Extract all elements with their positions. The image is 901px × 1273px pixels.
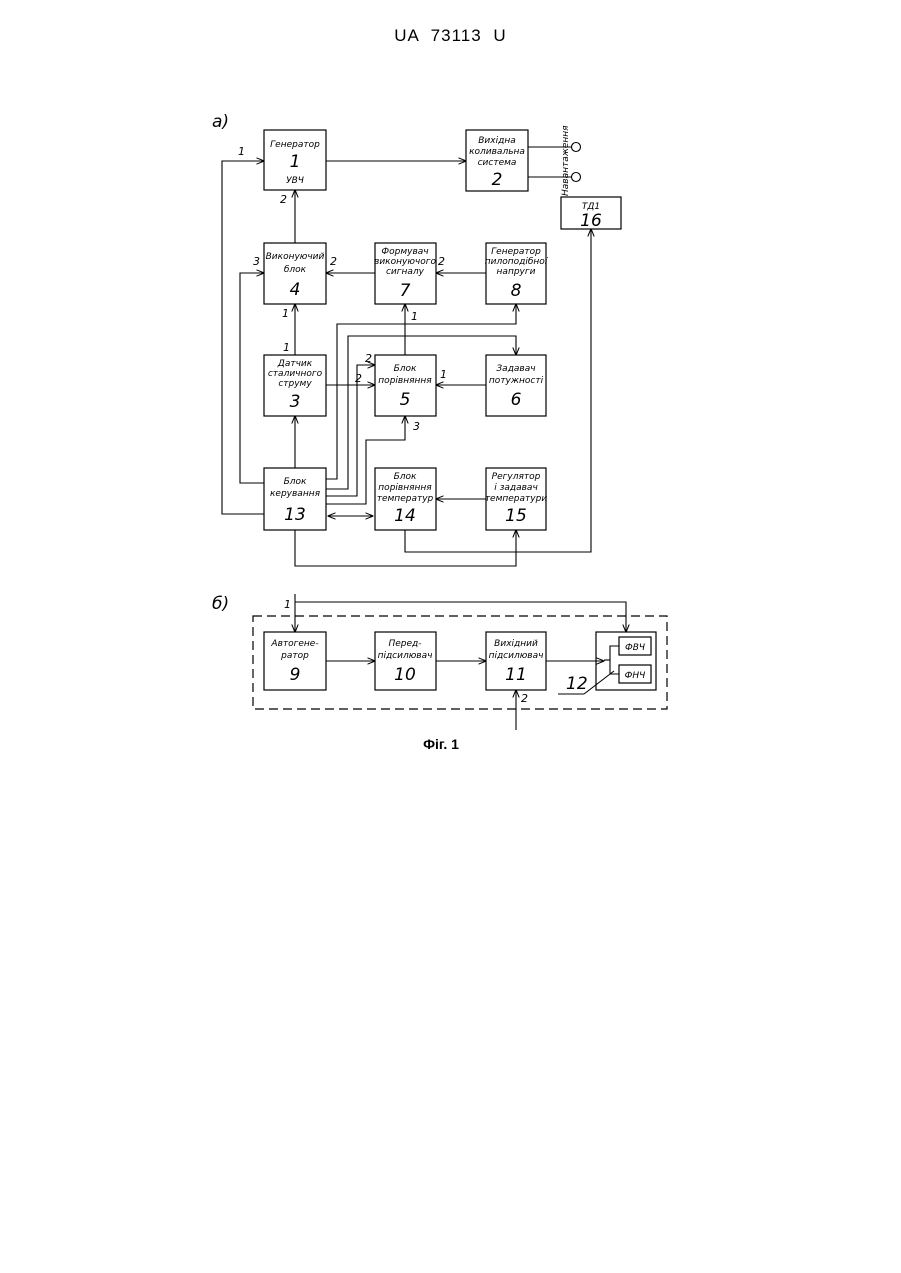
block-6-line-1: Задавач: [496, 364, 535, 374]
block-15-line-3: температури: [485, 494, 548, 504]
block-11-output-amplifier: Вихідний підсилювач 11: [486, 632, 546, 690]
block-3-line-3: струму: [278, 379, 312, 389]
block-8-number: 8: [511, 281, 522, 301]
block-10-preamplifier: Перед- підсилювач 10: [375, 632, 436, 690]
block-2-line-1: Вихідна: [478, 136, 515, 146]
block-15-number: 15: [505, 506, 527, 526]
block-9-autogenerator: Автогене- ратор 9: [264, 632, 326, 690]
block-8-line-2: пилоподібної: [485, 257, 549, 267]
block-7-line-1: Формувач: [381, 247, 428, 257]
block-1-number: 1: [290, 152, 301, 172]
pin-label: 1: [440, 368, 447, 381]
block-4-line-1: Виконуючий: [266, 252, 325, 262]
pin-label: 1: [238, 145, 245, 158]
block-5-comparator: Блок порівняння 5: [375, 355, 436, 416]
block-9-line-1: Автогене-: [270, 639, 318, 649]
block-4-executive: Виконуючий блок 4: [264, 243, 326, 304]
block-3-line-2: сталичного: [268, 369, 323, 379]
block-7-line-2: виконуючого: [374, 257, 436, 267]
block-15-temp-regulator: Регулятор і задавач температури 15: [485, 468, 548, 530]
pin-label: 1: [283, 341, 290, 354]
block-8-line-1: Генератор: [491, 247, 541, 257]
pin-label: 2: [521, 692, 528, 705]
lpf-label: ФНЧ: [625, 671, 646, 681]
pin-label: 2: [438, 255, 445, 268]
block-12-number: 12: [566, 674, 588, 694]
pin-label: 1: [282, 307, 289, 320]
pin-label: 1: [284, 598, 291, 611]
block-6-line-2: потужності: [489, 376, 544, 386]
block-6-number: 6: [511, 390, 522, 410]
input-1-to-12: [295, 602, 626, 632]
block-11-line-1: Вихідний: [494, 639, 538, 649]
block-2-line-3: система: [478, 158, 517, 168]
block-14-number: 14: [394, 506, 416, 526]
block-2-number: 2: [492, 170, 503, 190]
block-14-line-3: температур: [377, 494, 434, 504]
block-14-line-2: порівняння: [378, 483, 432, 493]
block-16-number: 16: [580, 211, 602, 231]
block-1-line-3: УВЧ: [286, 176, 304, 186]
block-16-td1: ТД1 16: [561, 197, 621, 231]
diagram-a-label: а): [212, 112, 229, 132]
block-15-line-1: Регулятор: [492, 472, 541, 482]
block-10-line-1: Перед-: [388, 639, 421, 649]
pin-label: 2: [330, 255, 337, 268]
block-7-line-3: сигналу: [386, 267, 425, 277]
block-7-signal-former: Формувач виконуючого сигналу 7: [374, 243, 436, 304]
block-11-number: 11: [505, 665, 527, 685]
pin-label: 2: [355, 372, 362, 385]
pin-label: 2: [365, 352, 372, 365]
block-12-filters: ФВЧ ФНЧ: [596, 632, 656, 690]
block-5-line-1: Блок: [394, 364, 417, 374]
block-14-line-1: Блок: [394, 472, 417, 482]
pin-label: 1: [411, 310, 418, 323]
diagram-b-label: б): [212, 594, 229, 614]
block-13-control: Блок керування 13: [264, 468, 326, 530]
block-7-number: 7: [400, 281, 411, 301]
block-9-line-2: ратор: [280, 651, 309, 661]
wire-13-to-1: [222, 161, 264, 514]
block-3-number: 3: [290, 392, 301, 412]
block-13-line-2: керування: [270, 489, 321, 499]
block-4-line-2: блок: [284, 265, 307, 275]
block-13-number: 13: [284, 505, 306, 525]
block-9-number: 9: [290, 665, 301, 685]
wire-13-to-4: [240, 273, 264, 483]
block-8-line-3: напруги: [497, 267, 536, 277]
pin-label: 3: [253, 255, 260, 268]
block-10-line-2: підсилювач: [378, 651, 433, 661]
block-13-line-1: Блок: [284, 477, 307, 487]
block-4-number: 4: [290, 280, 301, 300]
block-8-sawtooth-generator: Генератор пилоподібної напруги 8: [485, 243, 549, 304]
block-5-line-2: порівняння: [378, 376, 432, 386]
load-terminals: Навантаження: [528, 125, 581, 196]
block-3-line-1: Датчик: [277, 359, 313, 369]
block-10-number: 10: [394, 665, 416, 685]
block-6-power-setter: Задавач потужності 6: [486, 355, 546, 416]
pin-label: 2: [280, 193, 287, 206]
block-15-line-2: і задавач: [494, 483, 538, 493]
block-1-line-1: Генератор: [270, 140, 320, 150]
block-3-current-sensor: Датчик сталичного струму 3: [264, 355, 326, 416]
hpf-label: ФВЧ: [625, 643, 645, 653]
block-2-output-system: Вихідна коливальна система 2: [466, 130, 528, 191]
block-11-line-2: підсилювач: [489, 651, 544, 661]
pin-label: 3: [413, 420, 420, 433]
block-5-number: 5: [400, 390, 411, 410]
block-14-temp-comparator: Блок порівняння температур 14: [375, 468, 436, 530]
load-label: Навантаження: [561, 125, 571, 196]
figure-caption: Фіг. 1: [423, 736, 459, 752]
block-2-line-2: коливальна: [469, 147, 525, 157]
block-1-generator: Генератор 1 УВЧ: [264, 130, 326, 190]
